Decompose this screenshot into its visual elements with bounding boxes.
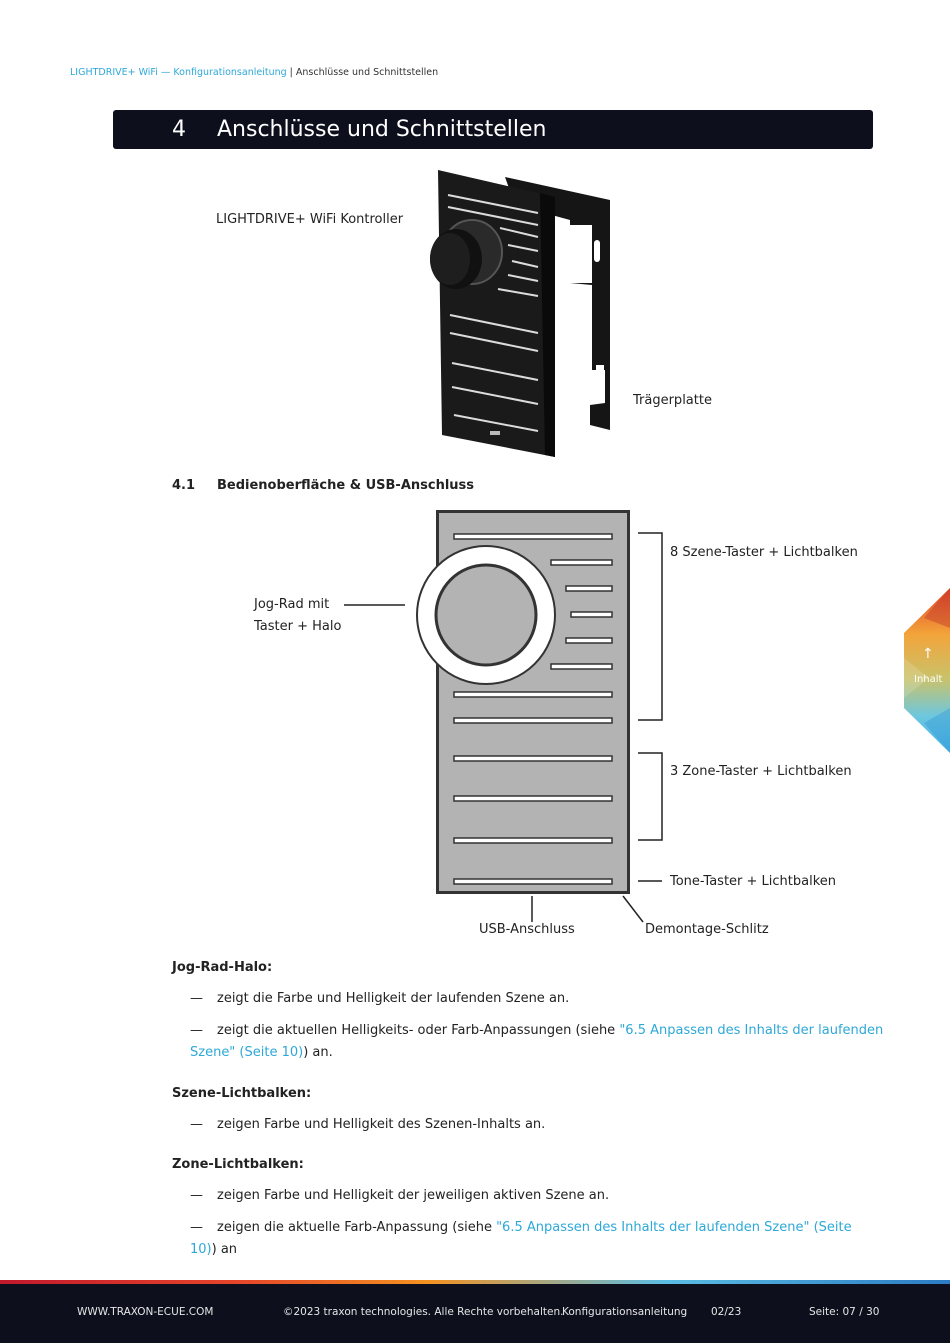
photo-label-controller: LIGHTDRIVE+ WiFi Kontroller — [216, 212, 404, 227]
list-item-text: zeigt die aktuellen Helligkeits- oder Fa… — [217, 1023, 620, 1038]
list-item-text: zeigen Farbe und Helligkeit der jeweilig… — [217, 1188, 610, 1203]
list-item-text: ) an — [211, 1242, 238, 1257]
section-title: Bedienoberfläche & USB-Anschluss — [217, 478, 475, 493]
list-item-text: zeigen Farbe und Helligkeit des Szenen-I… — [217, 1117, 546, 1132]
usb-port-label: USB-Anschluss — [479, 922, 575, 937]
jog-label-line1: Jog-Rad mit — [254, 597, 330, 612]
scene-bars-heading: Szene-Lichtbalken: — [172, 1086, 312, 1101]
list-item-continuation: Szene" (Seite 10)) an. — [190, 1042, 333, 1064]
cross-reference-link[interactable]: 10) — [190, 1242, 212, 1257]
cross-reference-link[interactable]: Szene" (Seite 10) — [190, 1045, 304, 1060]
interface-diagram — [344, 510, 663, 923]
list-item-text: zeigen die aktuelle Farb-Anpassung (sieh… — [217, 1220, 497, 1235]
breadcrumb-separator: | — [286, 67, 296, 78]
footer-doc-type: Konfigurationsanleitung — [562, 1306, 688, 1318]
table-of-contents-tab[interactable]: ↑ Inhalt — [904, 588, 950, 753]
tone-light-bar — [453, 878, 613, 885]
footer-page-number: Seite: 07 / 30 — [809, 1306, 880, 1318]
footer-date: 02/23 — [711, 1306, 742, 1318]
zone-bracket — [638, 752, 663, 841]
section-number: 4.1 — [172, 478, 196, 493]
side-tab-label: Inhalt — [914, 674, 943, 685]
zone-bars-heading: Zone-Lichtbalken: — [172, 1157, 304, 1172]
list-item: — zeigen die aktuelle Farb-Anpassung (sie… — [190, 1217, 852, 1239]
page-footer: WWW.TRAXON-ECUE.COM ©2023 traxon technol… — [0, 1280, 950, 1343]
list-item-continuation: 10)) an — [190, 1239, 237, 1261]
cross-reference-link[interactable]: "6.5 Anpassen des Inhalts der laufenden … — [496, 1220, 852, 1235]
jog-halo-heading: Jog-Rad-Halo: — [172, 960, 273, 975]
bullet-dash: — — [190, 1220, 203, 1235]
list-item-text: zeigt die Farbe und Helligkeit der laufe… — [217, 991, 570, 1006]
list-item: — zeigt die Farbe und Helligkeit der lauf… — [190, 988, 570, 1010]
list-item-text: ) an. — [303, 1045, 333, 1060]
jog-wheel-icon — [416, 545, 556, 685]
bullet-dash: — — [190, 1188, 203, 1203]
mounting-plate — [505, 177, 610, 430]
cross-reference-link[interactable]: "6.5 Anpassen des Inhalts der laufenden — [619, 1023, 884, 1038]
breadcrumb: LIGHTDRIVE+ WiFi — Konfigurationsanleitu… — [70, 67, 438, 78]
photo-label-plate: Trägerplatte — [633, 393, 712, 408]
jog-wheel-photo — [430, 219, 503, 289]
zone-buttons-label: 3 Zone-Taster + Lichtbalken — [670, 764, 852, 779]
chapter-title: Anschlüsse und Schnittstellen — [217, 117, 547, 142]
bullet-dash: — — [190, 1117, 203, 1132]
scene-light-bars — [453, 533, 613, 724]
footer-copyright: ©2023 traxon technologies. Alle Rechte v… — [283, 1306, 564, 1318]
breadcrumb-link[interactable]: LIGHTDRIVE+ WiFi — Konfigurationsanleitu… — [70, 67, 287, 78]
list-item: — zeigen Farbe und Helligkeit des Szenen-… — [190, 1114, 546, 1136]
footer-color-stripe — [0, 1280, 950, 1284]
removal-slot-label: Demontage-Schlitz — [645, 922, 769, 937]
list-item: — zeigt die aktuellen Helligkeits- oder F… — [190, 1020, 884, 1042]
zone-light-bars — [453, 755, 613, 844]
bullet-dash: — — [190, 1023, 203, 1038]
chapter-number: 4 — [172, 117, 186, 142]
controller-body — [438, 170, 555, 457]
scene-bracket — [638, 532, 663, 721]
chapter-heading: 4 Anschlüsse und Schnittstellen — [113, 110, 873, 149]
slot-leader-line — [622, 895, 644, 923]
jog-label-line2: Taster + Halo — [254, 619, 342, 634]
tone-button-label: Tone-Taster + Lichtbalken — [670, 874, 837, 889]
footer-website[interactable]: WWW.TRAXON-ECUE.COM — [77, 1306, 214, 1318]
list-item: — zeigen Farbe und Helligkeit der jeweili… — [190, 1185, 610, 1207]
scene-buttons-label: 8 Szene-Taster + Lichtbalken — [670, 545, 858, 560]
bullet-dash: — — [190, 991, 203, 1006]
arrow-up-icon: ↑ — [922, 646, 934, 662]
controller-photo — [430, 170, 610, 457]
breadcrumb-current: Anschlüsse und Schnittstellen — [295, 67, 439, 78]
side-tab-background — [904, 588, 950, 753]
